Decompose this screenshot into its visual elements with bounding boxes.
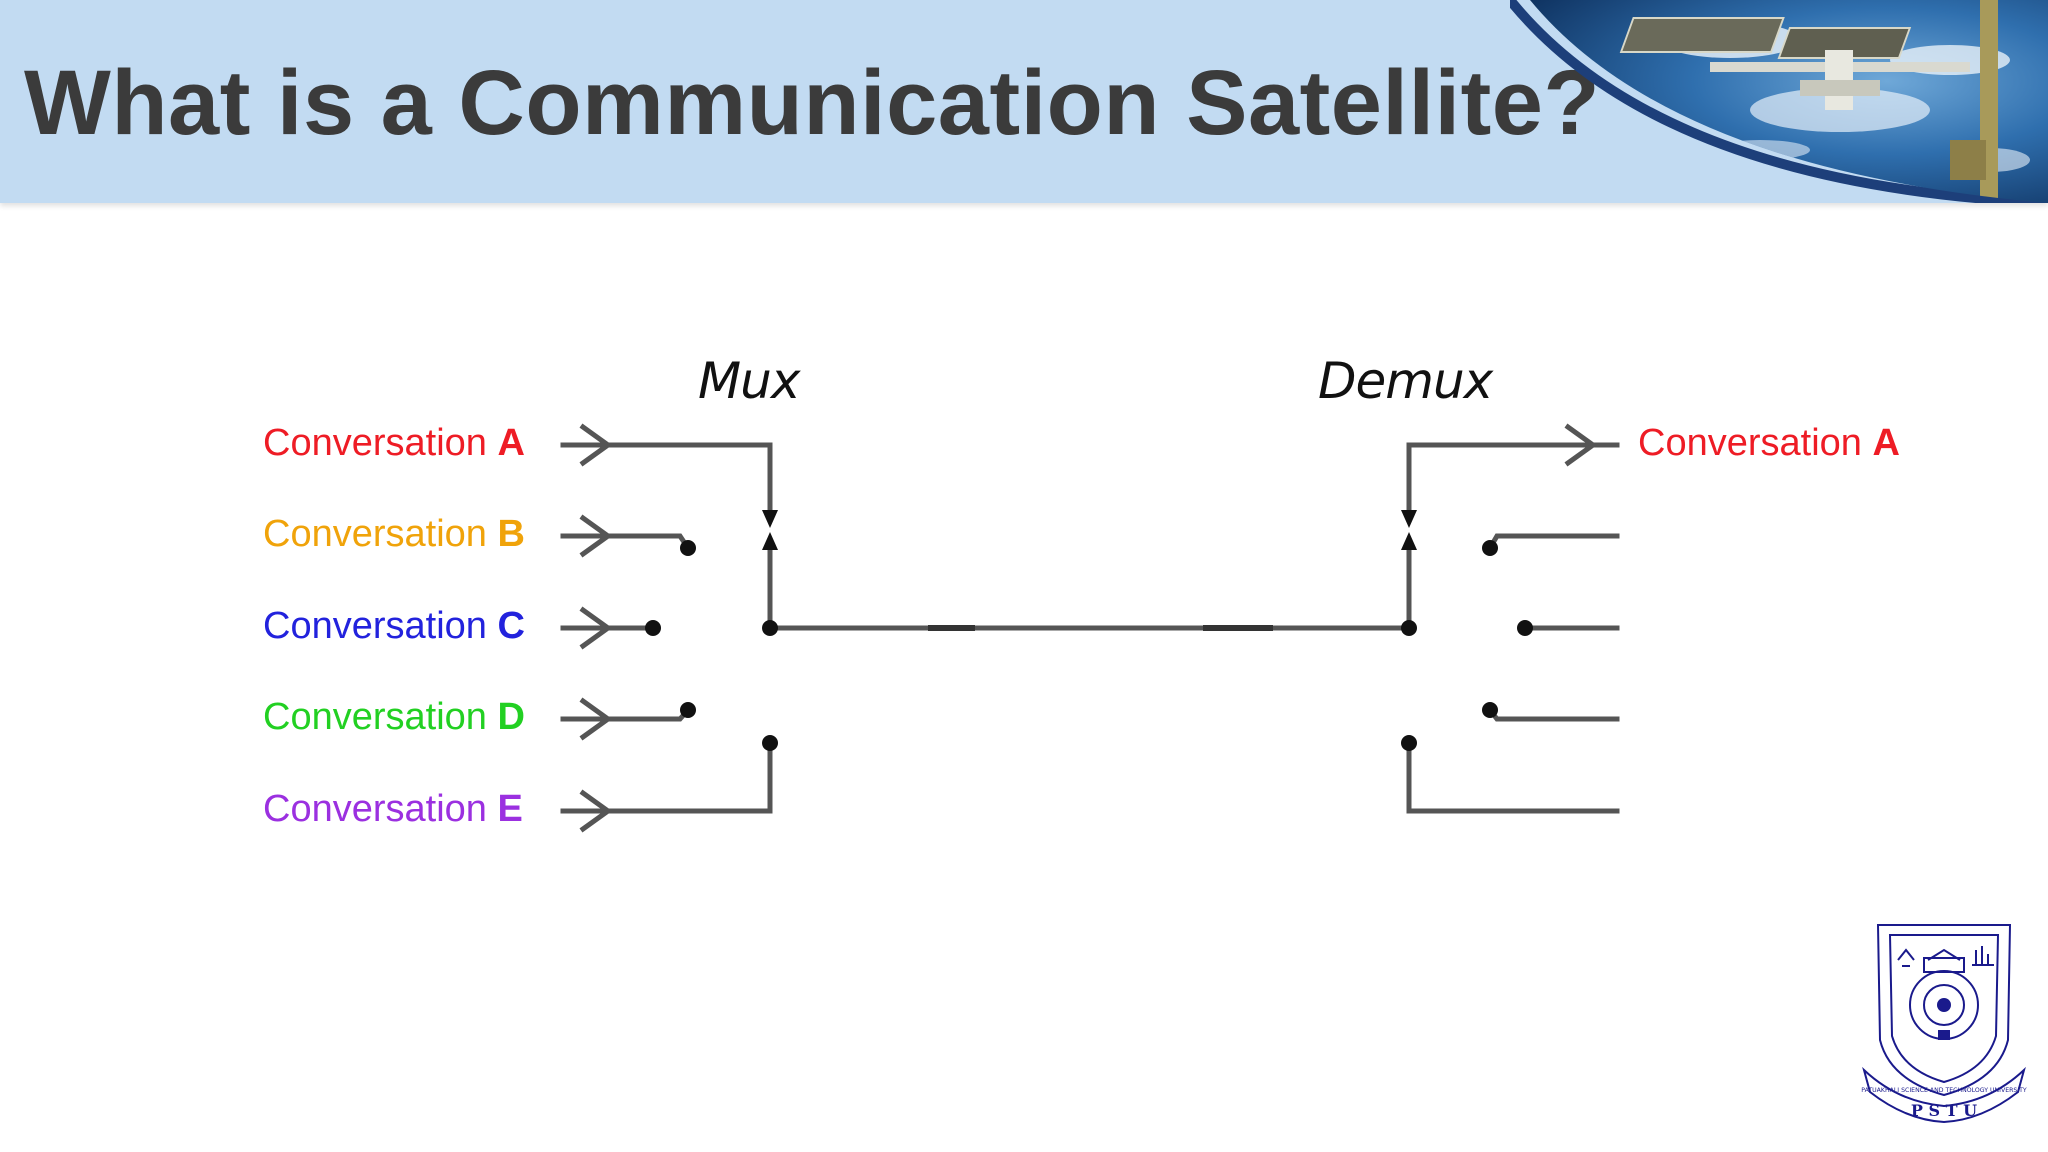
space-station-icon bbox=[1619, 0, 1998, 203]
output-label-a: Conversation A bbox=[1638, 422, 1900, 464]
demux-pivot-icon bbox=[1401, 510, 1417, 550]
demux-label: Demux bbox=[1318, 352, 1494, 410]
mux-line-a bbox=[605, 442, 773, 518]
switch-pivots bbox=[762, 510, 1417, 550]
demux-line-b bbox=[1486, 533, 1620, 552]
switch-contacts bbox=[645, 540, 1533, 751]
input-label-c: Conversation C bbox=[263, 605, 525, 647]
slide-header: What is a Communication Satellite? bbox=[0, 0, 2048, 203]
mux-line-d bbox=[605, 706, 692, 722]
input-label-b: Conversation B bbox=[263, 513, 525, 555]
logo-banner-text: P S T U bbox=[1911, 1101, 1977, 1120]
circuit-lines bbox=[560, 423, 1620, 833]
demux-line-a bbox=[1406, 442, 1593, 518]
input-label-e: Conversation E bbox=[263, 788, 523, 830]
mux-line-e bbox=[605, 740, 773, 814]
slide-title: What is a Communication Satellite? bbox=[24, 52, 1601, 154]
input-label-a: Conversation A bbox=[263, 422, 525, 464]
mux-line-b bbox=[605, 533, 692, 552]
mux-pivot-icon bbox=[762, 510, 778, 550]
input-conversations: Conversation A Conversation B Conversati… bbox=[263, 422, 525, 830]
logo-ring-text: PATUAKHALI SCIENCE AND TECHNOLOGY UNIVER… bbox=[1861, 1087, 2027, 1094]
mux-label: Mux bbox=[698, 352, 801, 410]
demux-line-e bbox=[1406, 740, 1620, 814]
input-label-d: Conversation D bbox=[263, 696, 525, 738]
space-station-image bbox=[1510, 0, 2048, 203]
demux-line-d bbox=[1486, 706, 1620, 722]
university-seal-logo: P S T U PATUAKHALI SCIENCE AND TECHNOLOG… bbox=[1861, 924, 2027, 1124]
